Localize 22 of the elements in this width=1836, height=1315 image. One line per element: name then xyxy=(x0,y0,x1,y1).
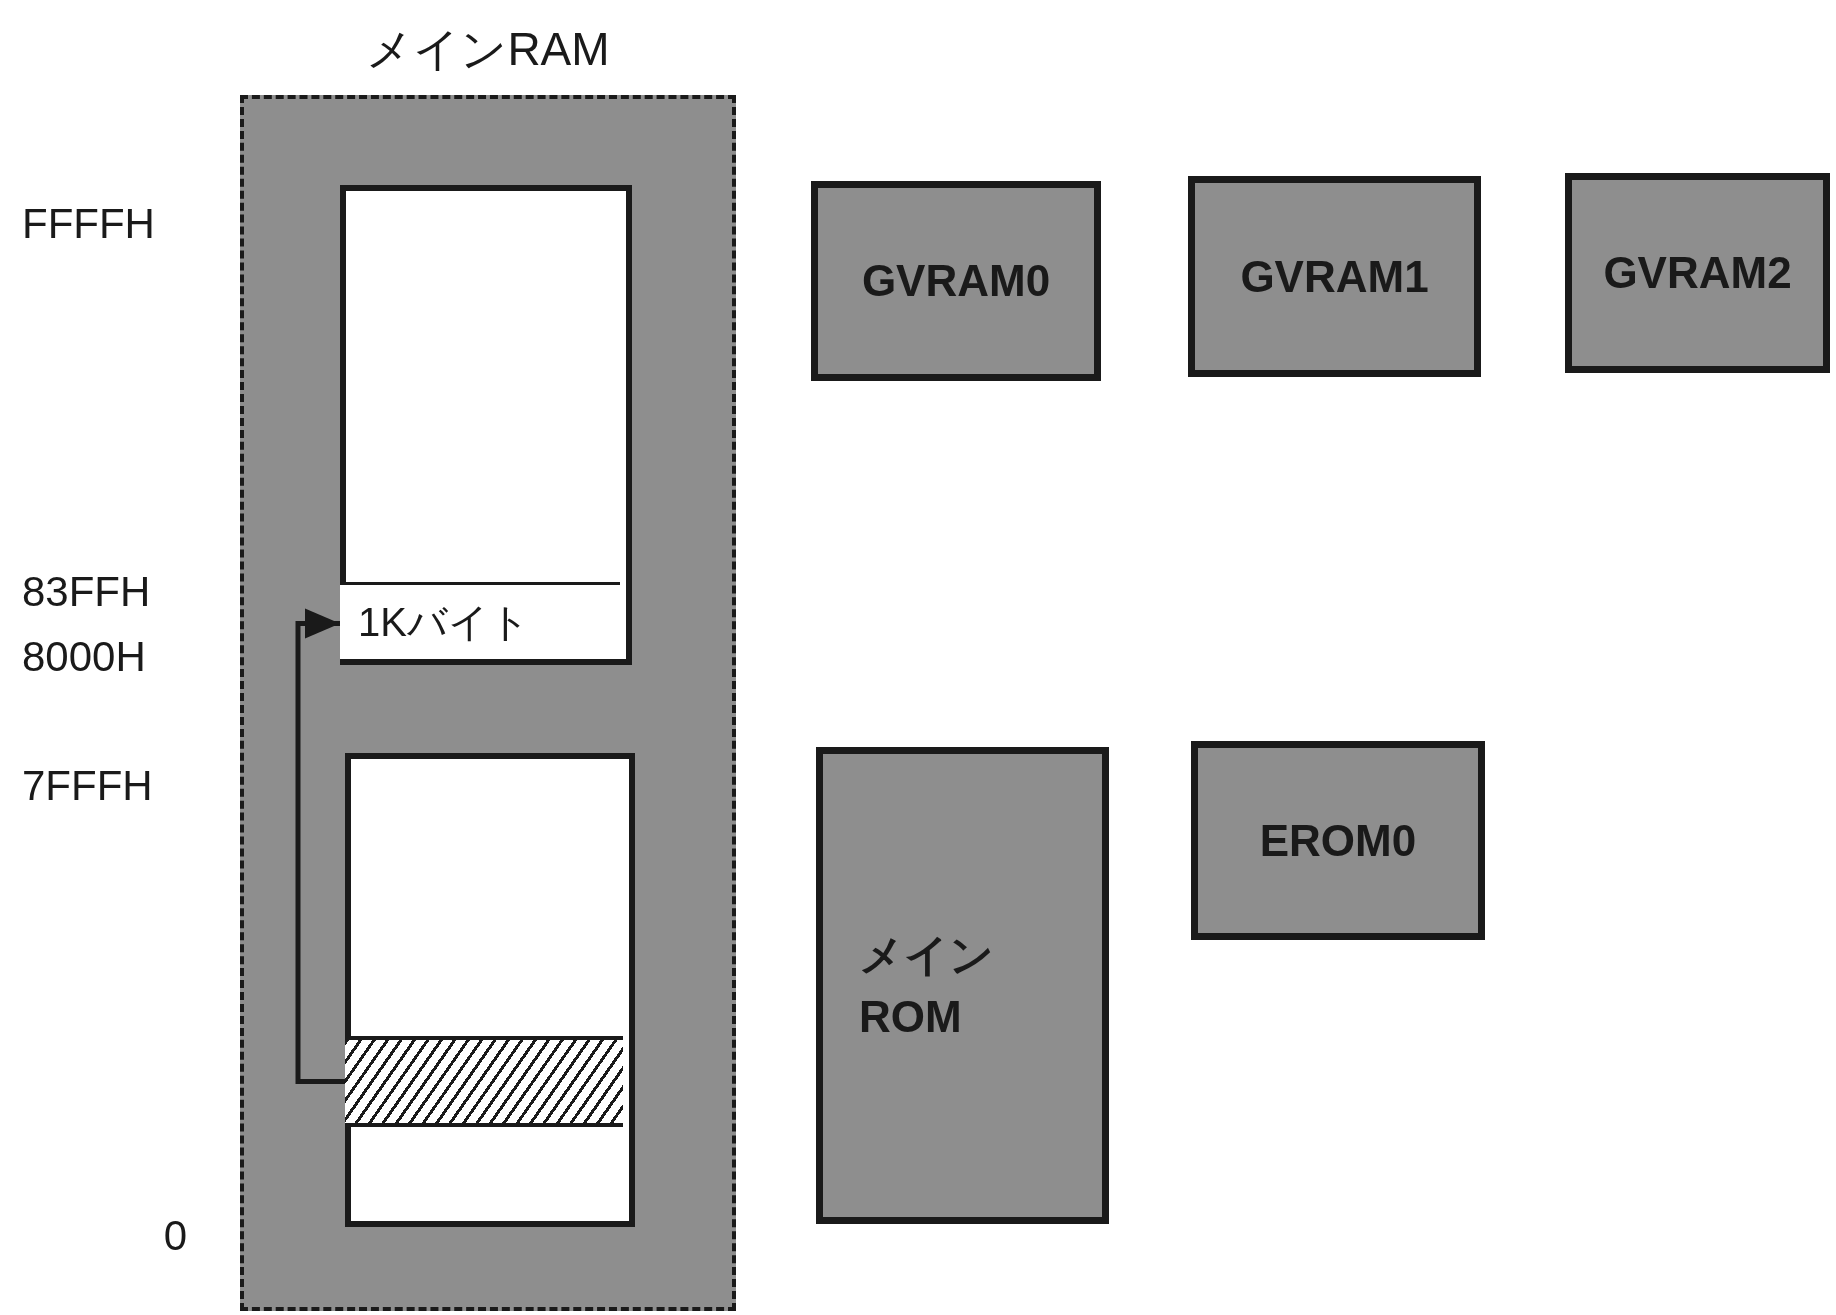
address-label: FFFFH xyxy=(22,200,156,248)
memory-chip-box xyxy=(1191,741,1485,940)
memory-block xyxy=(340,185,632,665)
memory-chip-box xyxy=(811,181,1101,381)
chip-label: EROM0 xyxy=(1259,814,1417,867)
memory-band xyxy=(340,582,620,659)
memory-block xyxy=(345,753,635,1227)
chip-label: GVRAM0 xyxy=(861,255,1051,308)
address-label: 8000H xyxy=(22,633,147,681)
memory-chip-box xyxy=(1565,173,1830,373)
address-label: 7FFFH xyxy=(22,762,154,810)
chip-label: メイン ROM xyxy=(859,928,995,1043)
region-title: メインRAM xyxy=(365,22,611,77)
band-label: 1Kバイト xyxy=(358,598,530,646)
address-label: 83FFH xyxy=(22,568,152,616)
memory-chip-box xyxy=(1188,176,1481,377)
chip-label: GVRAM2 xyxy=(1603,247,1792,300)
address-label: 0 xyxy=(162,1212,187,1260)
memory-chip-box xyxy=(816,747,1109,1224)
hatched-bar xyxy=(345,1036,623,1127)
arrow xyxy=(295,608,345,1084)
chip-label: GVRAM1 xyxy=(1240,250,1429,303)
